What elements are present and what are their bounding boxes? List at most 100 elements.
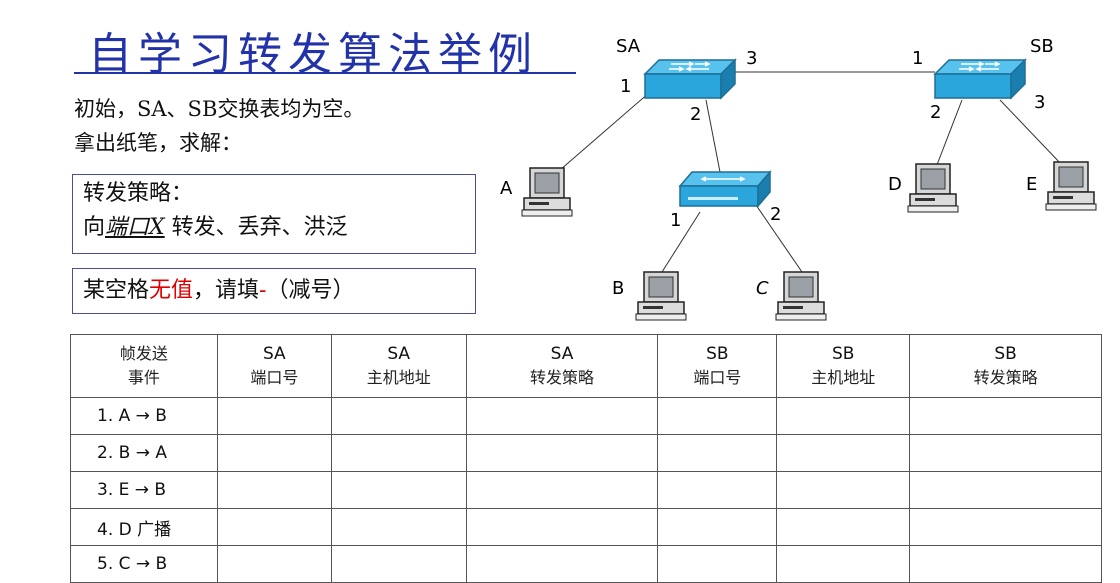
switch-sb-label: SB <box>1030 36 1054 57</box>
header-event-top: 帧发送 <box>119 344 168 363</box>
host-a-label: A <box>500 178 513 199</box>
event-cell: 5. C → B <box>70 545 218 583</box>
header-sb-strategy-sub: 转发策略 <box>973 368 1038 387</box>
header-sb-strategy-top: SB <box>994 344 1017 364</box>
sa-host-cell[interactable] <box>330 434 467 472</box>
host-b-icon <box>635 271 687 321</box>
host-b-label: B <box>612 278 624 299</box>
sb-port-3: 3 <box>1034 92 1045 113</box>
header-sa-port-sub: 端口号 <box>250 368 299 387</box>
link-hub-b <box>661 211 701 273</box>
header-sb-port: SB 端口号 <box>657 334 778 398</box>
header-sb-strategy: SB 转发策略 <box>909 334 1102 398</box>
hub-icon <box>678 169 772 209</box>
sb-host-cell[interactable] <box>776 397 911 435</box>
sa-host-cell[interactable] <box>330 471 467 509</box>
header-sa-port-top: SA <box>262 344 286 364</box>
sa-strategy-cell[interactable] <box>465 508 659 546</box>
link-sb-d <box>934 99 963 171</box>
sa-strategy-cell[interactable] <box>465 545 659 583</box>
page-title: 自学习转发算法举例 <box>88 29 538 80</box>
link-sb-e <box>999 99 1063 166</box>
header-sa-host-sub: 主机地址 <box>366 368 431 387</box>
note-prefix: 某空格 <box>83 278 150 303</box>
host-c-label: C <box>756 278 769 299</box>
strategy-rest: 转发、丢弃、洪泛 <box>164 215 348 240</box>
host-e-icon <box>1045 161 1097 211</box>
header-event: 帧发送事件 <box>70 334 218 398</box>
table-row: 4. D 广播 <box>70 508 1102 546</box>
host-e-label: E <box>1026 174 1037 195</box>
host-c-icon <box>775 271 827 321</box>
sa-port-cell[interactable] <box>216 545 332 583</box>
sb-strategy-cell[interactable] <box>909 545 1102 583</box>
note-box: 某空格无值，请填-（减号） <box>72 268 476 314</box>
network-diagram: SA SB 1 2 3 1 2 3 1 2 A B C D E <box>500 36 1097 321</box>
switch-sa-label: SA <box>616 36 641 57</box>
intro-line-1: 初始，SA、SB交换表均为空。 <box>74 97 365 121</box>
header-sb-host: SB 主机地址 <box>776 334 911 398</box>
header-sb-port-sub: 端口号 <box>693 368 742 387</box>
table-row: 2. B → A <box>70 434 1102 472</box>
sa-port-cell[interactable] <box>216 508 332 546</box>
host-a-icon <box>521 167 573 217</box>
sa-strategy-cell[interactable] <box>465 397 659 435</box>
sb-port-1: 1 <box>912 48 923 69</box>
sb-strategy-cell[interactable] <box>909 397 1102 435</box>
sb-host-cell[interactable] <box>776 471 911 509</box>
sa-host-cell[interactable] <box>330 397 467 435</box>
sb-host-cell[interactable] <box>776 434 911 472</box>
sb-host-cell[interactable] <box>776 508 911 546</box>
strategy-prefix: 向 <box>83 215 106 240</box>
note-red-text: 无值 <box>149 278 194 303</box>
intro-line-2: 拿出纸笔，求解： <box>74 131 242 155</box>
sa-port-2: 2 <box>690 104 701 125</box>
table-row: 5. C → B <box>70 545 1102 583</box>
sa-port-cell[interactable] <box>216 397 332 435</box>
sb-port-cell[interactable] <box>657 434 778 472</box>
header-event-sub: 事件 <box>127 368 160 387</box>
switch-sa-icon <box>644 59 736 99</box>
link-sa-hub <box>705 99 721 173</box>
header-sb-host-sub: 主机地址 <box>811 368 876 387</box>
sb-port-cell[interactable] <box>657 397 778 435</box>
sa-strategy-cell[interactable] <box>465 434 659 472</box>
table-row: 3. E → B <box>70 471 1102 509</box>
sb-strategy-cell[interactable] <box>909 508 1102 546</box>
strategy-label: 转发策略： <box>83 181 194 206</box>
sb-strategy-cell[interactable] <box>909 434 1102 472</box>
hub-port-2: 2 <box>770 204 781 225</box>
event-cell: 3. E → B <box>70 471 218 509</box>
sa-port-1: 1 <box>620 76 631 97</box>
header-sb-port-top: SB <box>706 344 729 364</box>
sa-port-3: 3 <box>746 48 757 69</box>
sa-host-cell[interactable] <box>330 545 467 583</box>
host-d-icon <box>907 163 959 213</box>
title-underline <box>74 72 576 74</box>
sb-host-cell[interactable] <box>776 545 911 583</box>
sb-port-cell[interactable] <box>657 471 778 509</box>
sa-host-cell[interactable] <box>330 508 467 546</box>
event-cell: 4. D 广播 <box>70 508 218 546</box>
sb-port-cell[interactable] <box>657 508 778 546</box>
sa-port-cell[interactable] <box>216 471 332 509</box>
sa-strategy-cell[interactable] <box>465 471 659 509</box>
sb-strategy-cell[interactable] <box>909 471 1102 509</box>
header-sa-port: SA 端口号 <box>216 334 332 398</box>
event-cell: 1. A → B <box>70 397 218 435</box>
host-d-label: D <box>888 174 902 195</box>
strategy-port: 端口X <box>105 215 165 240</box>
event-cell: 2. B → A <box>70 434 218 472</box>
header-sb-host-top: SB <box>831 344 855 364</box>
switch-sb-icon <box>934 59 1026 99</box>
strategy-options: 向端口X 转发、丢弃、洪泛 <box>83 211 465 245</box>
hub-port-1: 1 <box>670 210 681 231</box>
link-sa-a <box>559 91 651 171</box>
note-dash: - <box>259 278 267 303</box>
sb-port-cell[interactable] <box>657 545 778 583</box>
sa-port-cell[interactable] <box>216 434 332 472</box>
